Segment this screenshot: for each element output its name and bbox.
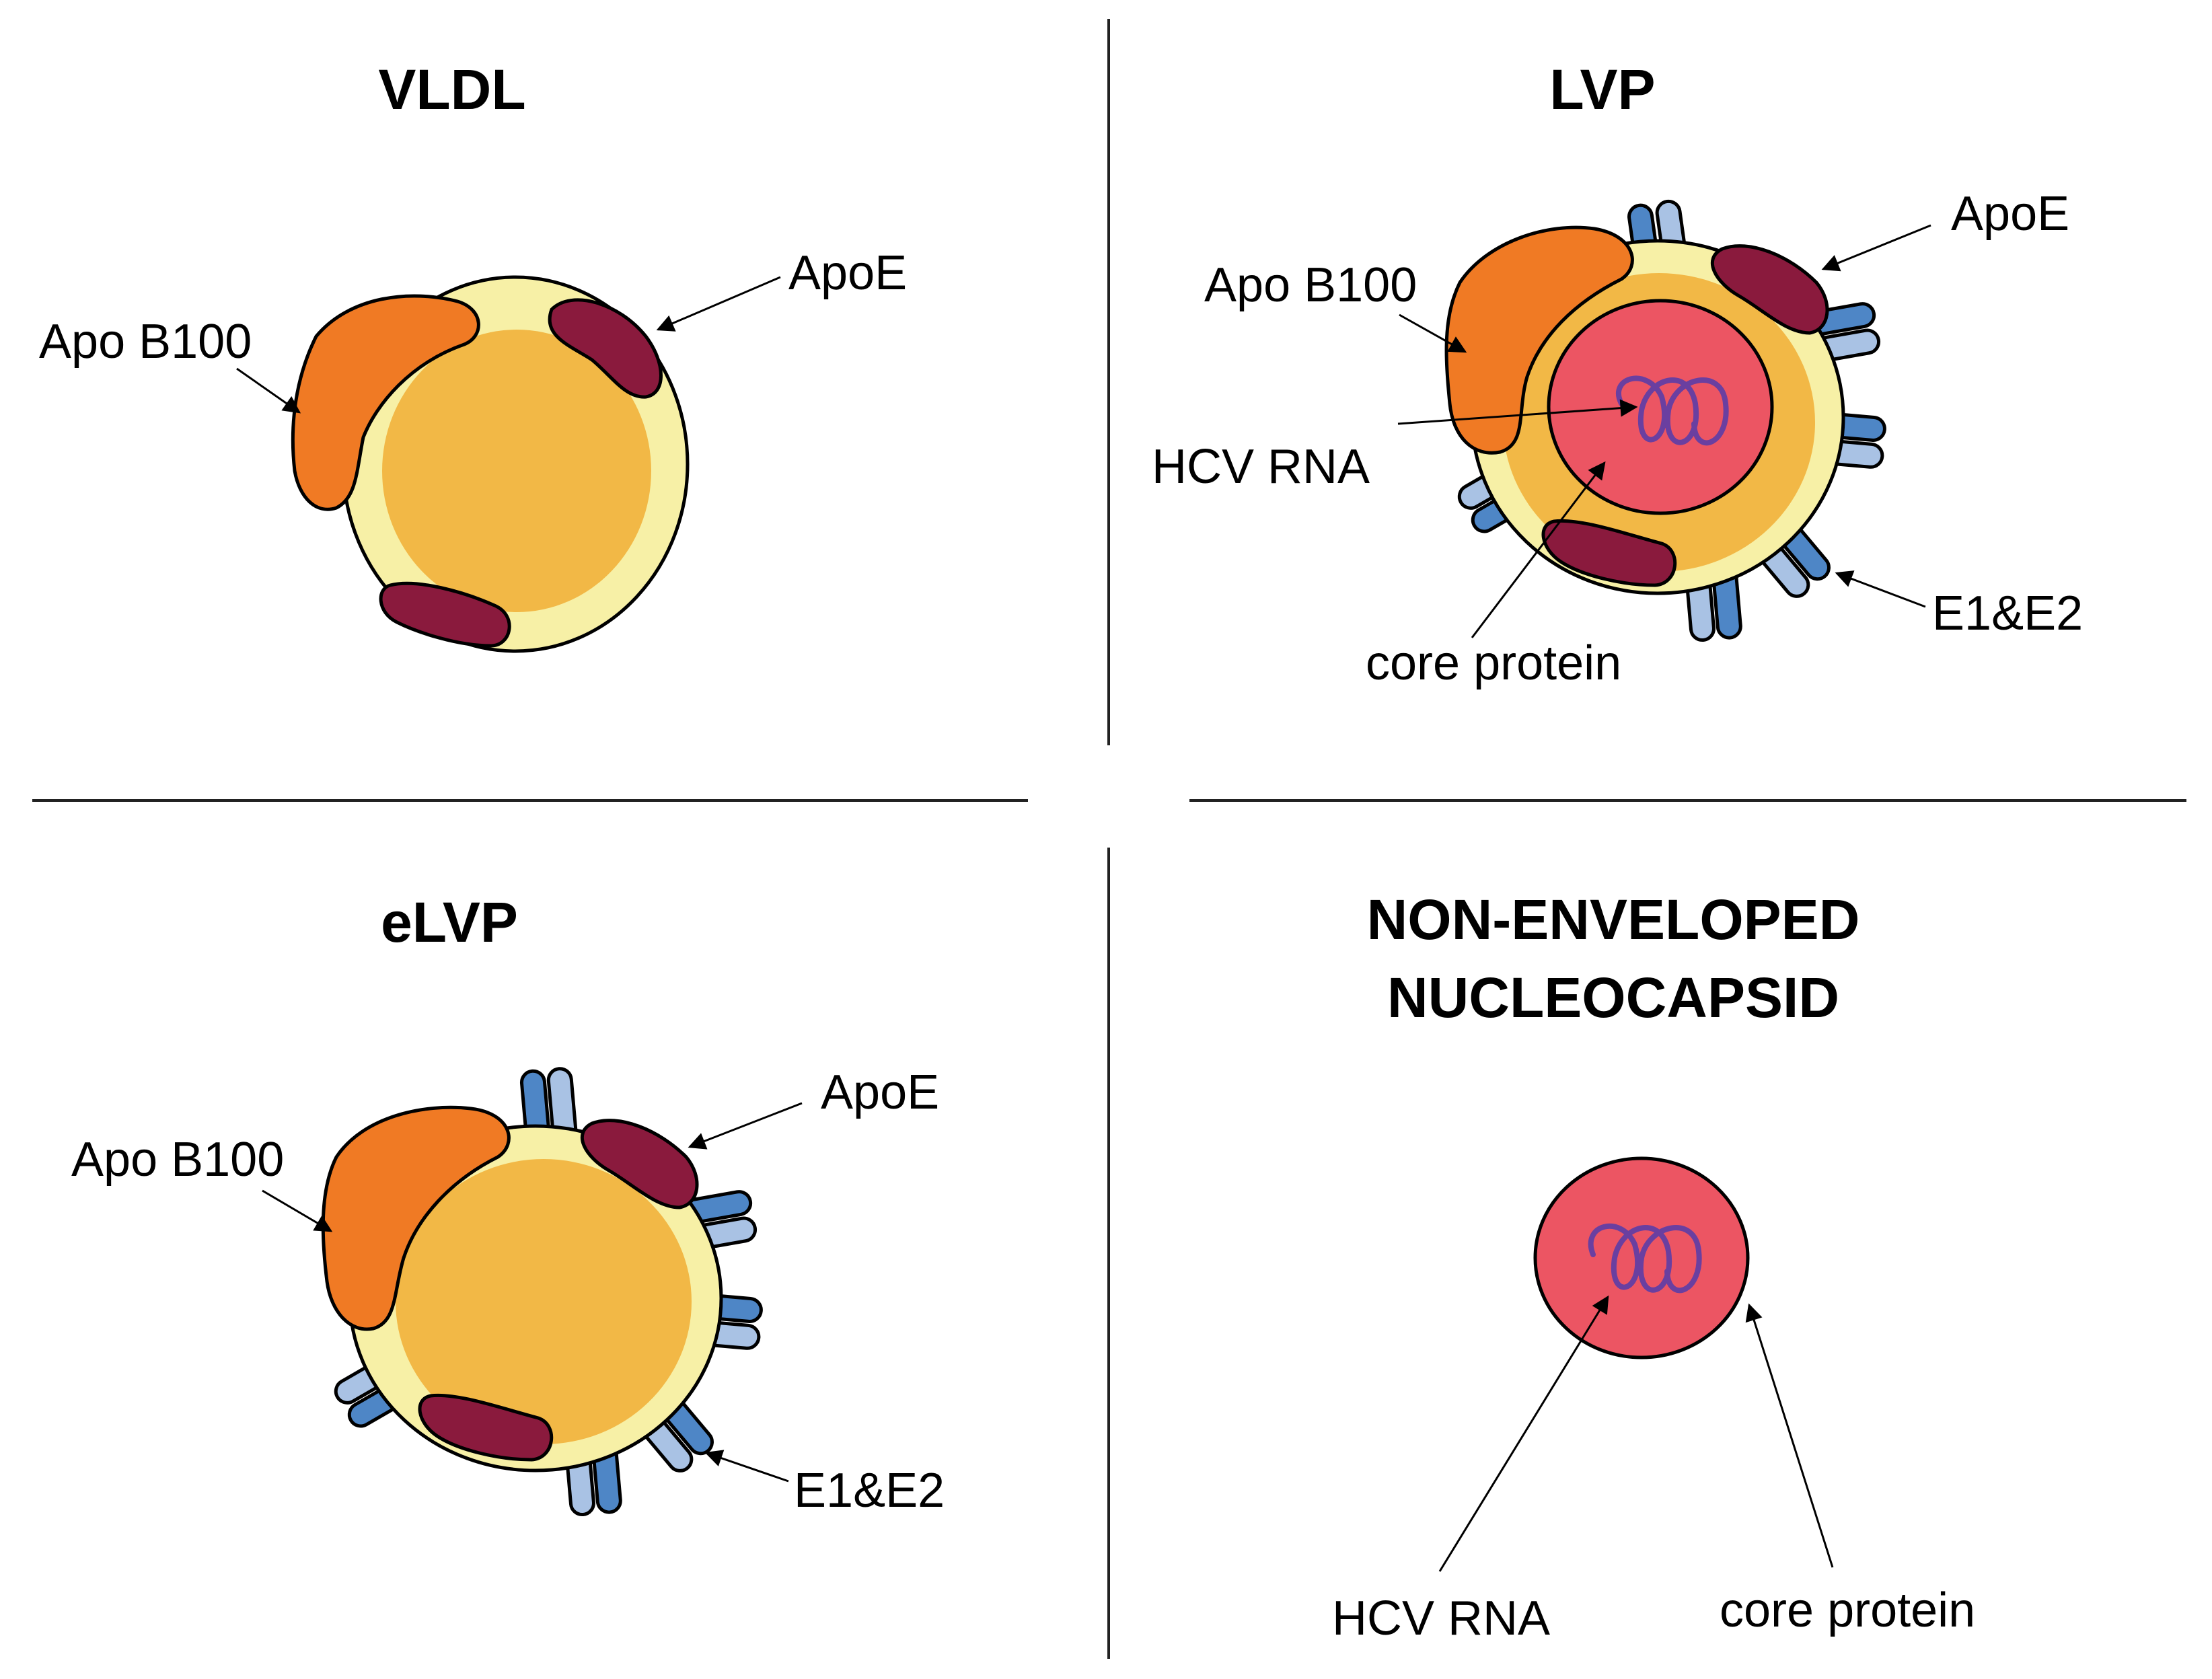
nucleocapsid-hcv-rna-label: HCV RNA bbox=[1332, 1592, 1550, 1645]
vldl-apoe-protein-2 bbox=[379, 581, 511, 648]
vldl-apob100-arrow bbox=[236, 367, 301, 414]
nucleocapsid-hcv-rna bbox=[1588, 1223, 1702, 1294]
lvp-e1e2-label: E1&E2 bbox=[1932, 587, 2083, 640]
nucleocapsid-hcv-rna-arrow bbox=[1438, 1295, 1609, 1572]
lvp-core-protein bbox=[1547, 299, 1774, 515]
nucleocapsid-title-line1: NON-ENVELOPED bbox=[1367, 888, 1860, 951]
nucleocapsid-core-protein-label: core protein bbox=[1720, 1583, 1975, 1637]
elvp-apob100-protein bbox=[321, 1105, 511, 1331]
elvp-apoe-label: ApoE bbox=[821, 1066, 939, 1119]
vldl-title: VLDL bbox=[378, 58, 525, 121]
elvp-panel: eLVP bbox=[71, 891, 945, 1518]
elvp-apob100-arrow bbox=[262, 1189, 333, 1232]
vldl-apob100-protein bbox=[291, 294, 480, 511]
elvp-apoe-arrow bbox=[688, 1102, 803, 1150]
vldl-apoe-protein-1 bbox=[548, 298, 663, 399]
lvp-apob100-protein bbox=[1444, 225, 1634, 455]
lvp-apoe-label: ApoE bbox=[1951, 187, 2069, 241]
nucleocapsid-panel: NON-ENVELOPED NUCLEOCAPSID HCV RNA core … bbox=[1332, 888, 1975, 1645]
lvp-panel: LVP bbox=[1152, 58, 2083, 690]
elvp-apob100-label: Apo B100 bbox=[71, 1133, 284, 1187]
lvp-apoe-arrow bbox=[1821, 224, 1931, 272]
lvp-core-protein-arrow bbox=[1471, 461, 1606, 638]
vldl-apoe-label: ApoE bbox=[788, 246, 907, 300]
elvp-apoe-protein-1 bbox=[580, 1119, 699, 1209]
lvp-apob100-arrow bbox=[1399, 313, 1467, 353]
elvp-e1e2-label: E1&E2 bbox=[794, 1464, 945, 1518]
lvp-apob100-label: Apo B100 bbox=[1204, 258, 1417, 312]
elvp-e1e2-arrow bbox=[704, 1450, 789, 1483]
elvp-title: eLVP bbox=[381, 891, 518, 954]
lvp-e1e2-arrow bbox=[1835, 570, 1926, 608]
lvp-apoe-protein-1 bbox=[1710, 244, 1829, 335]
vldl-panel: VLDL Apo B100 ApoE bbox=[39, 58, 907, 653]
nucleocapsid-title-line2: NUCLEOCAPSID bbox=[1387, 966, 1839, 1029]
vldl-lipid-core bbox=[382, 330, 651, 612]
lvp-title: LVP bbox=[1549, 58, 1655, 121]
nucleocapsid-core-protein-arrow bbox=[1745, 1303, 1834, 1568]
lvp-hcv-rna-label: HCV RNA bbox=[1152, 440, 1370, 494]
elvp-lipid-core bbox=[396, 1159, 692, 1444]
vldl-apob100-label: Apo B100 bbox=[39, 315, 252, 369]
lvp-hcv-rna bbox=[1616, 375, 1729, 446]
lvp-core-protein-label: core protein bbox=[1366, 636, 1621, 690]
elvp-apoe-protein-2 bbox=[418, 1393, 554, 1462]
lvp-hcv-rna-arrow bbox=[1397, 399, 1638, 425]
lvp-apoe-protein-2 bbox=[1541, 519, 1677, 587]
vldl-apoe-arrow bbox=[656, 276, 781, 332]
